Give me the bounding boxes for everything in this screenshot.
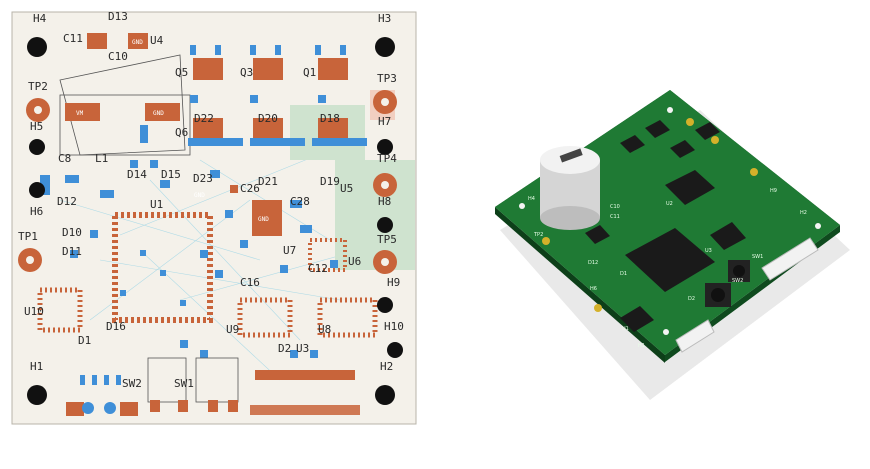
label-d23: D23 xyxy=(193,172,213,185)
large-pads xyxy=(65,33,282,236)
label-h6: H6 xyxy=(30,205,43,218)
render-label-u3: U3 xyxy=(705,248,712,254)
render-label-d2: D2 xyxy=(688,296,695,302)
label-u7: U7 xyxy=(283,244,296,257)
label-c11: C11 xyxy=(63,32,83,45)
label-h3: H3 xyxy=(378,12,391,25)
label-c8: C8 xyxy=(58,152,71,165)
render-label-sw1: SW1 xyxy=(752,254,763,260)
connector-pads xyxy=(80,375,121,414)
label-d14: D14 xyxy=(127,168,147,181)
label-c12: C12 xyxy=(308,262,328,275)
pcb-3d-render: H1 H2 H4 H6 H9 U1 U2 U3 D1 D2 D12 TP2 C1… xyxy=(495,90,850,400)
render-label-c10: C10 xyxy=(610,204,620,210)
pad-label-vm: VM xyxy=(76,110,84,117)
test-points xyxy=(18,90,397,274)
label-d18: D18 xyxy=(320,112,340,125)
render-label-sw2: SW2 xyxy=(732,278,743,284)
label-c16: C16 xyxy=(240,276,260,289)
pad-label-gnd-2: GND xyxy=(258,216,269,223)
label-d12: D12 xyxy=(57,195,77,208)
label-u1: U1 xyxy=(150,198,163,211)
label-h7: H7 xyxy=(378,115,391,128)
render-label-d1: D1 xyxy=(620,271,627,277)
pad-label-gnd-3: GND xyxy=(132,39,143,46)
label-h4: H4 xyxy=(33,12,47,25)
pcb-layout-view: VM GND GND GND GND xyxy=(11,10,417,425)
label-q1: Q1 xyxy=(303,66,316,79)
label-tp1: TP1 xyxy=(18,230,38,243)
label-h9: H9 xyxy=(387,276,400,289)
test-pads-3d xyxy=(542,118,758,312)
electrolytic-capacitor xyxy=(540,146,600,230)
silkscreen-labels: H4 H3 H5 H6 H7 H8 H9 H10 H1 H2 TP2 TP3 T… xyxy=(18,10,404,390)
label-u9: U9 xyxy=(226,323,239,336)
label-d11: D11 xyxy=(62,245,82,258)
silkscreen-3d: H1 H2 H4 H6 H9 U1 U2 U3 D1 D2 D12 TP2 C1… xyxy=(528,188,807,349)
label-tp3: TP3 xyxy=(377,72,397,85)
label-h8: H8 xyxy=(378,195,391,208)
connectors xyxy=(675,237,819,353)
label-h1: H1 xyxy=(30,360,43,373)
switch-pads xyxy=(66,400,238,416)
label-tp2: TP2 xyxy=(28,80,48,93)
ic-footprints xyxy=(37,212,378,415)
label-c26: C26 xyxy=(240,182,260,195)
pad-label-gnd-4: GND xyxy=(194,192,205,199)
render-label-h4: H4 xyxy=(528,196,535,202)
board-edge-left xyxy=(495,207,665,363)
label-d13: D13 xyxy=(108,10,128,23)
render-label-d12: D12 xyxy=(588,260,598,266)
label-sw2: SW2 xyxy=(122,377,142,390)
label-h5: H5 xyxy=(30,120,43,133)
label-d2: D2 xyxy=(278,342,291,355)
label-q6: Q6 xyxy=(175,126,188,139)
mosfet-row-top xyxy=(193,58,348,140)
label-d1: D1 xyxy=(78,334,91,347)
render-label-h9: H9 xyxy=(770,188,777,194)
label-u10: U10 xyxy=(24,305,44,318)
label-d20: D20 xyxy=(258,112,278,125)
label-d19: D19 xyxy=(320,175,340,188)
label-d22: D22 xyxy=(194,112,214,125)
render-label-h2: H2 xyxy=(800,210,807,216)
label-sw1: SW1 xyxy=(174,377,194,390)
power-region xyxy=(59,54,191,156)
render-label-u2: U2 xyxy=(666,201,673,207)
label-q5: Q5 xyxy=(175,66,188,79)
render-label-u1: U1 xyxy=(622,326,629,332)
label-u5: U5 xyxy=(340,182,353,195)
ratsnest xyxy=(59,149,361,381)
mcu-chip xyxy=(625,228,715,292)
label-d15: D15 xyxy=(161,168,181,181)
render-label-c11: C11 xyxy=(610,214,620,220)
mounting-holes xyxy=(27,37,403,405)
small-ics xyxy=(585,120,746,332)
label-u4: U4 xyxy=(150,34,164,47)
smd-pads xyxy=(40,125,338,358)
label-tp4: TP4 xyxy=(377,152,397,165)
mosfet-pads-blue xyxy=(188,45,367,146)
label-u6: U6 xyxy=(348,255,361,268)
label-u3: U3 xyxy=(296,342,309,355)
label-h10: H10 xyxy=(384,320,404,333)
pad-label-gnd: GND xyxy=(153,110,164,117)
label-d10: D10 xyxy=(62,226,82,239)
label-d16: D16 xyxy=(106,320,126,333)
label-l1: L1 xyxy=(95,152,108,165)
render-label-tp2: TP2 xyxy=(533,232,543,238)
render-label-h1: H1 xyxy=(638,343,645,349)
tactile-switches xyxy=(705,260,750,307)
label-h2: H2 xyxy=(380,360,393,373)
label-u8: U8 xyxy=(318,323,331,336)
label-c28: C28 xyxy=(290,195,310,208)
label-q3: Q3 xyxy=(240,66,253,79)
render-label-h6: H6 xyxy=(590,286,597,292)
label-d21: D21 xyxy=(258,175,278,188)
label-tp5: TP5 xyxy=(377,233,397,246)
label-c10: C10 xyxy=(108,50,128,63)
mounting-holes-3d xyxy=(519,107,821,335)
